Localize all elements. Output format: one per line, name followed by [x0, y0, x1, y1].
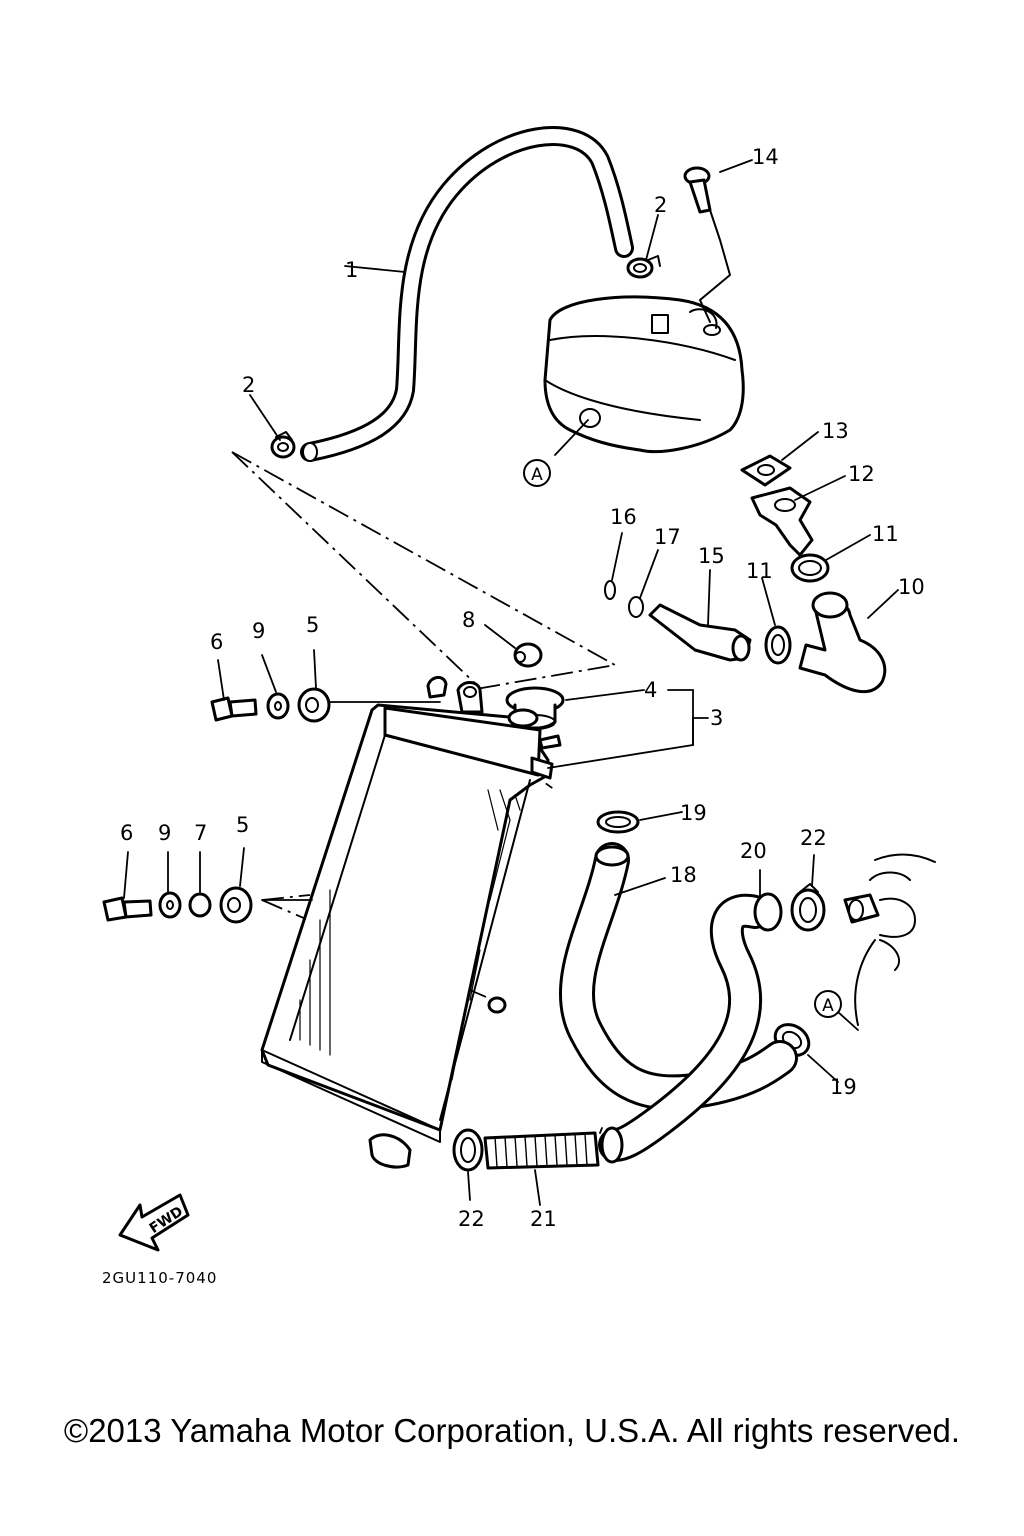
upper-bolt-6: [210, 696, 258, 722]
radiator: [260, 676, 562, 1169]
lower-collar-7: [188, 892, 212, 918]
callout-15: 15: [698, 544, 725, 568]
engine-outlet: [843, 853, 936, 1026]
hose-clamp-19-upper: [596, 810, 640, 834]
elbow-hose-10: [798, 591, 887, 694]
o-ring-17: [628, 596, 644, 618]
upper-damper-5: [297, 687, 441, 723]
reservoir-tank: [543, 295, 745, 454]
callout-5-lower: 5: [236, 813, 249, 837]
callout-2-upper: 2: [654, 193, 667, 217]
o-ring-16: [604, 580, 616, 600]
upper-washer-9: [266, 692, 290, 720]
callout-13: 13: [822, 419, 849, 443]
grommet-8: [513, 642, 543, 668]
callout-8: 8: [462, 608, 475, 632]
hose-clamp-11-lower: [764, 625, 792, 665]
callout-10: 10: [898, 575, 925, 599]
callout-22-right: 22: [800, 826, 827, 850]
callout-12: 12: [848, 462, 875, 486]
hose-clamp-22-right: [790, 883, 826, 932]
lower-damper-5: [219, 886, 253, 924]
callout-21: 21: [530, 1207, 557, 1231]
gasket-13: [740, 454, 792, 487]
reference-a-lower: A: [814, 990, 842, 1018]
callout-17: 17: [654, 525, 681, 549]
callout-9-lower: 9: [158, 821, 171, 845]
leader-lines: [123, 159, 899, 1206]
callout-5-upper: 5: [306, 613, 319, 637]
fitting-12: [750, 486, 814, 557]
callout-7: 7: [194, 821, 207, 845]
callout-14: 14: [752, 145, 779, 169]
hose-clamp-22-left: [452, 1128, 484, 1172]
callout-20: 20: [740, 839, 767, 863]
callout-11-left: 11: [746, 559, 773, 583]
pipe-15: [648, 603, 752, 662]
callout-18: 18: [670, 863, 697, 887]
callout-1: 1: [345, 258, 358, 282]
callout-6-lower: 6: [120, 821, 133, 845]
svg-text:A: A: [822, 996, 834, 1016]
hose-clamp-upper: [626, 255, 661, 279]
callout-16: 16: [610, 505, 637, 529]
drawing-number: 2GU110-7040: [102, 1269, 217, 1287]
callout-19-lower: 19: [830, 1075, 857, 1099]
hose-clamp-lower: [270, 431, 296, 459]
reference-a-upper: A: [523, 459, 551, 487]
curved-hose-20: [598, 892, 783, 1164]
lower-bolt-6: [102, 896, 153, 922]
overflow-hose: [300, 126, 634, 462]
bolt-14: [683, 166, 731, 323]
callout-11-right: 11: [872, 522, 899, 546]
svg-text:A: A: [531, 465, 543, 485]
radiator-core-fins: [299, 789, 521, 1081]
lower-hose-18: [558, 842, 798, 1111]
callout-3: 3: [710, 706, 723, 730]
fwd-arrow: FWD: [118, 1193, 190, 1252]
corrugated-hose-21: [483, 1131, 600, 1170]
callout-2-lower: 2: [242, 373, 255, 397]
callout-4: 4: [644, 678, 657, 702]
callout-19-upper: 19: [680, 801, 707, 825]
hose-clamp-11-upper: [790, 553, 830, 583]
lower-washer-9: [158, 891, 182, 919]
callout-9-upper: 9: [252, 619, 265, 643]
copyright-notice: ©2013 Yamaha Motor Corporation, U.S.A. A…: [63, 1412, 961, 1449]
callout-labels: 1 2 2 3 4 5 5 6 6 7 8 9 9 10 11 11 12 13…: [120, 145, 925, 1231]
callout-22-left: 22: [458, 1207, 485, 1231]
callout-6-upper: 6: [210, 630, 223, 654]
